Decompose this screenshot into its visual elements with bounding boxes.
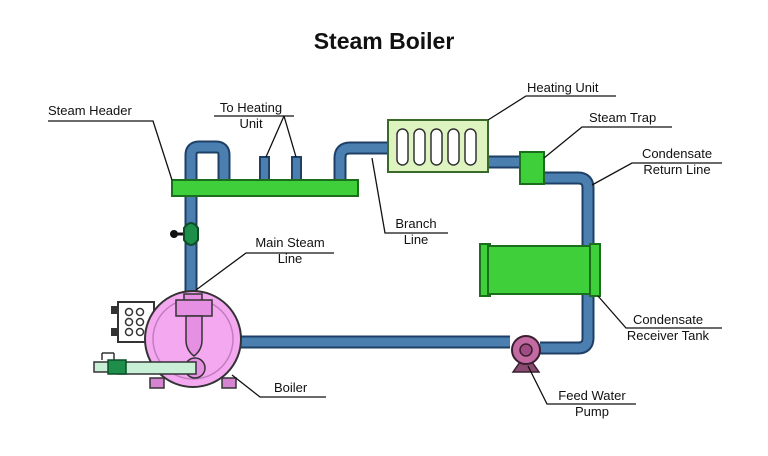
heating-unit (387, 119, 489, 173)
header-stub-pipe (259, 156, 270, 183)
steam-header (171, 179, 359, 197)
label-boiler: Boiler (274, 380, 308, 395)
feed-water-pump (511, 335, 541, 373)
label-condensate-return-line: Condensate Return Line (641, 146, 713, 177)
condensate-receiver-tank (479, 243, 601, 297)
leader-lines (48, 95, 722, 405)
leader-condensate-return (591, 162, 722, 186)
label-condensate-receiver-tank: Condensate Receiver Tank (626, 312, 710, 343)
leader-receiver-tank (597, 295, 722, 329)
leader-to-heating-unit-a (265, 115, 285, 158)
leader-branch-line (371, 157, 448, 234)
label-to-heating-unit: To Heating Unit (219, 100, 283, 131)
label-steam-trap: Steam Trap (589, 110, 657, 125)
label-heating-unit: Heating Unit (527, 80, 599, 95)
pipe-network (184, 140, 595, 355)
leader-feed-water-pump (527, 365, 636, 405)
condensate-return-pipe (542, 171, 595, 250)
label-steam-header: Steam Header (48, 103, 132, 118)
leader-boiler (231, 374, 326, 398)
diagram-title: Steam Boiler (313, 28, 455, 54)
leader-to-heating-unit-b (283, 115, 297, 158)
leader-steam-trap (543, 126, 672, 159)
leader-main-steam-line (195, 252, 334, 291)
label-branch-line: Branch Line (395, 216, 437, 247)
label-feed-water-pump: Feed Water Pump (558, 388, 626, 419)
branch-line-pipe (333, 141, 392, 183)
leader-heating-unit (487, 95, 616, 121)
main-steam-valve (170, 222, 199, 246)
tank-outlet-pipe (540, 294, 595, 355)
steam-trap (519, 151, 545, 185)
boiler (93, 290, 242, 389)
header-stub-pipe (291, 156, 302, 183)
label-main-steam-line: Main Steam Line (255, 235, 325, 266)
leader-steam-header (48, 120, 173, 181)
